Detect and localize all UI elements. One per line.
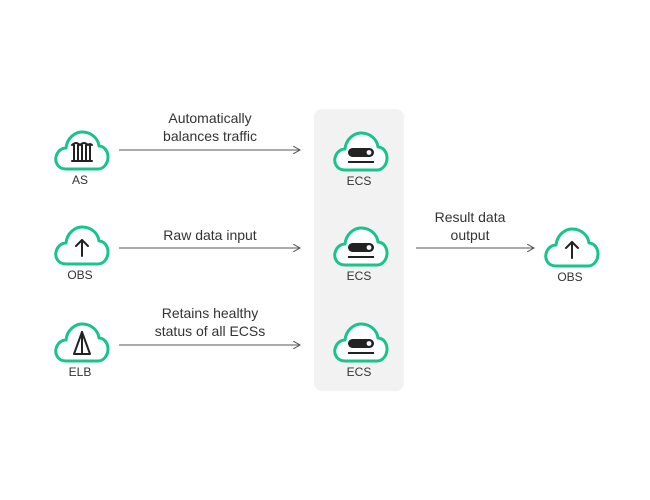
- server-toggle-icon: [333, 131, 389, 172]
- node-label: ECS: [346, 365, 372, 379]
- edge-label-line: status of all ECSs: [154, 323, 266, 339]
- node-label: OBS: [67, 268, 93, 282]
- edge-label-line: balances traffic: [163, 128, 257, 144]
- node-as[interactable]: AS: [48, 128, 112, 198]
- server-toggle-icon: [333, 226, 389, 267]
- edge-label-elb-to-ecs: Retains healthy status of all ECSs: [120, 304, 300, 340]
- elb-tree-icon: [54, 322, 110, 363]
- node-ecs-2[interactable]: ECS: [327, 224, 391, 294]
- edge-label-line: output: [450, 227, 490, 243]
- node-label: AS: [71, 173, 88, 187]
- edge-label-as-to-ecs: Automatically balances traffic: [120, 109, 300, 145]
- node-label: ECS: [346, 269, 372, 283]
- edge-label-ecs-to-obs: Result data output: [380, 208, 560, 244]
- node-ecs-1[interactable]: ECS: [327, 129, 391, 199]
- edge-label-line: Retains healthy: [161, 305, 259, 321]
- upload-arrow-icon: [544, 227, 600, 268]
- node-ecs-3[interactable]: ECS: [327, 320, 391, 390]
- node-label: OBS: [557, 270, 583, 284]
- node-elb[interactable]: ELB: [48, 320, 112, 390]
- edge-label-line: Automatically: [168, 110, 252, 126]
- edge-label-line: Raw data input: [163, 227, 257, 243]
- node-label: ECS: [346, 174, 372, 188]
- node-label: ELB: [68, 365, 92, 379]
- edge-label-obs-to-ecs: Raw data input: [120, 226, 300, 244]
- load-bars-icon: [54, 130, 110, 171]
- edge-label-line: Result data: [434, 209, 506, 225]
- upload-arrow-icon: [54, 225, 110, 266]
- node-obs-input[interactable]: OBS: [48, 223, 112, 293]
- server-toggle-icon: [333, 322, 389, 363]
- node-obs-output[interactable]: OBS: [538, 225, 602, 295]
